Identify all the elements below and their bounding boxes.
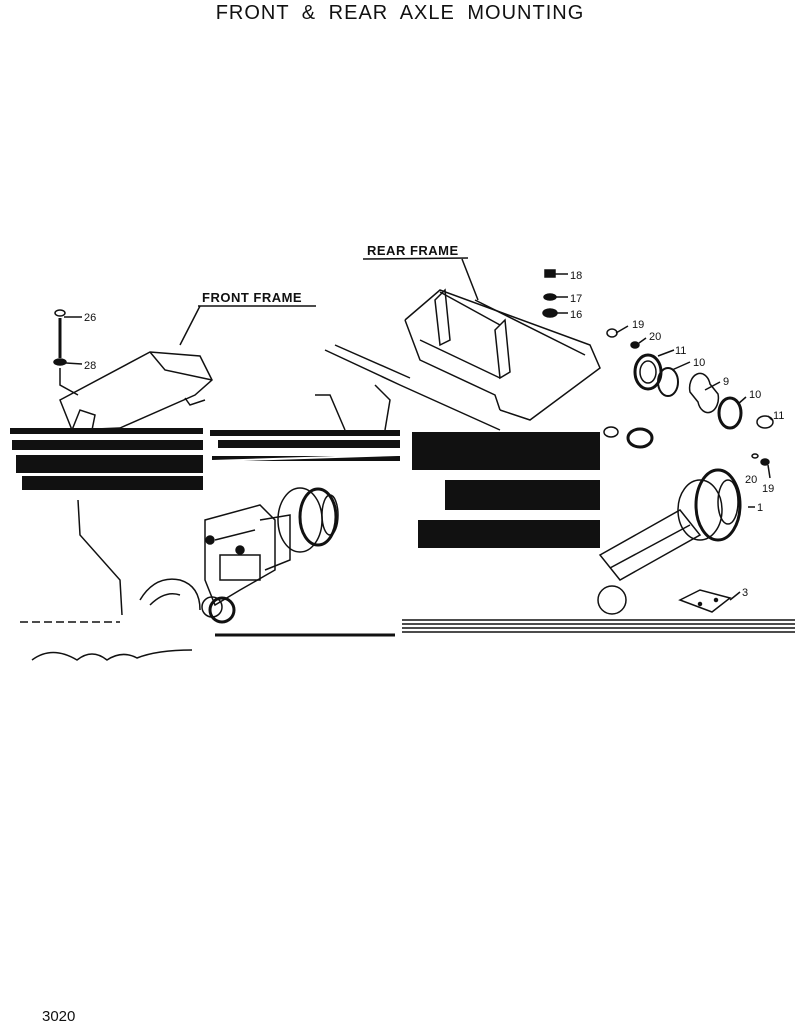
nut-washer-stack: [542, 269, 568, 318]
rear-frame-drawing: [315, 288, 601, 431]
scan-band-left: [10, 428, 203, 490]
callout-28: 28: [84, 360, 96, 372]
band-highlight: [211, 454, 399, 462]
leader-28: [65, 362, 83, 365]
callout-17: 17: [570, 293, 582, 305]
callout-11-right: 11: [773, 410, 784, 422]
callout-26: 26: [84, 312, 96, 324]
callout-20-bottom: 20: [745, 474, 757, 486]
callout-11-left: 11: [675, 345, 686, 357]
front-frame-leader: [179, 305, 201, 346]
rear-axle-drawing: [597, 453, 771, 615]
front-axle-drawing: [77, 487, 339, 624]
callout-20-top: 20: [649, 331, 661, 343]
callout-19-top: 19: [632, 319, 644, 331]
callout-10-right: 10: [749, 389, 761, 401]
front-frame-drawing: [53, 309, 213, 431]
ground-lines: [20, 619, 795, 661]
callout-16: 16: [570, 309, 582, 321]
scan-band-right: [412, 432, 600, 548]
callout-9: 9: [723, 376, 729, 388]
callout-3: 3: [742, 587, 748, 599]
rear-frame-underline: [362, 257, 469, 260]
page-number: 3020: [42, 1008, 76, 1025]
front-frame-label: FRONT FRAME: [202, 290, 302, 305]
callout-10-left: 10: [693, 357, 705, 369]
callout-1: 1: [757, 502, 763, 514]
bushing-assembly: [603, 325, 774, 449]
page-title: FRONT & REAR AXLE MOUNTING: [215, 2, 585, 24]
rear-frame-label: REAR FRAME: [367, 243, 459, 258]
callout-19-bottom: 19: [762, 483, 774, 495]
rear-frame-leader: [461, 258, 479, 301]
callout-18: 18: [570, 270, 582, 282]
